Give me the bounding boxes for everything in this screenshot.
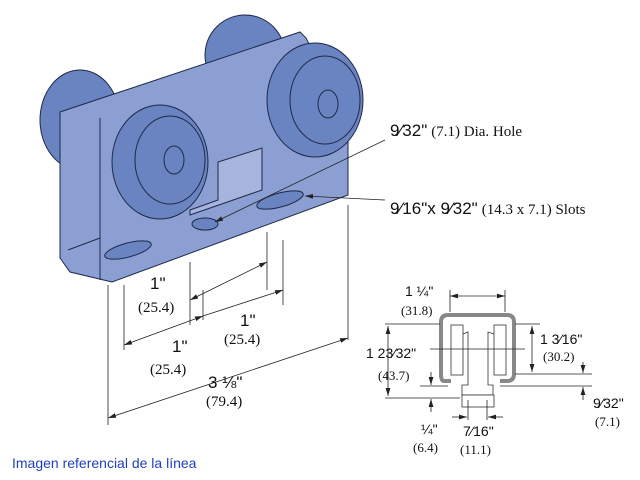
section-lip-imperial: 9⁄32" [593,395,624,411]
dim-3-imperial: 1" [172,337,188,356]
trolley-isometric [39,14,364,283]
dim-2-metric: (25.4) [224,332,260,348]
section-width-metric: (31.8) [401,303,432,318]
section-inner-metric: (30.2) [543,349,574,364]
dim-overall-imperial: 3 ⅛" [208,373,242,392]
leader-lines [107,139,386,425]
window-cutout [189,147,263,216]
section-stem-imperial: 7⁄16" [463,423,494,439]
channel-section [385,290,592,420]
section-width-imperial: 1 ¼" [405,283,433,299]
dim-1-metric: (25.4) [138,300,174,316]
section-lip-metric: (7.1) [595,414,620,429]
dim-2-imperial: 1" [240,311,256,330]
hole-callout: 9⁄32"(7.1) Dia. Hole [390,121,522,140]
dim-overall-metric: (79.4) [206,394,242,410]
caption: Imagen referencial de la línea [12,455,197,471]
dim-3-metric: (25.4) [150,362,186,378]
section-height-metric: (43.7) [378,368,409,383]
section-height-imperial: 1 23⁄32" [366,345,416,361]
dim-1-imperial: 1" [150,274,166,293]
hole [191,217,219,231]
slot-right [256,190,304,210]
slot-callout: 9⁄16"x 9⁄32"(14.3 x 7.1) Slots [390,199,586,218]
section-drop-imperial: ¼" [421,421,438,437]
slot-left [104,240,152,260]
section-inner-imperial: 1 3⁄16" [540,331,582,347]
front-left-wheel [111,104,209,220]
front-right-wheel [266,42,364,158]
section-drop-metric: (6.4) [413,440,438,455]
section-stem-metric: (11.1) [460,442,491,457]
